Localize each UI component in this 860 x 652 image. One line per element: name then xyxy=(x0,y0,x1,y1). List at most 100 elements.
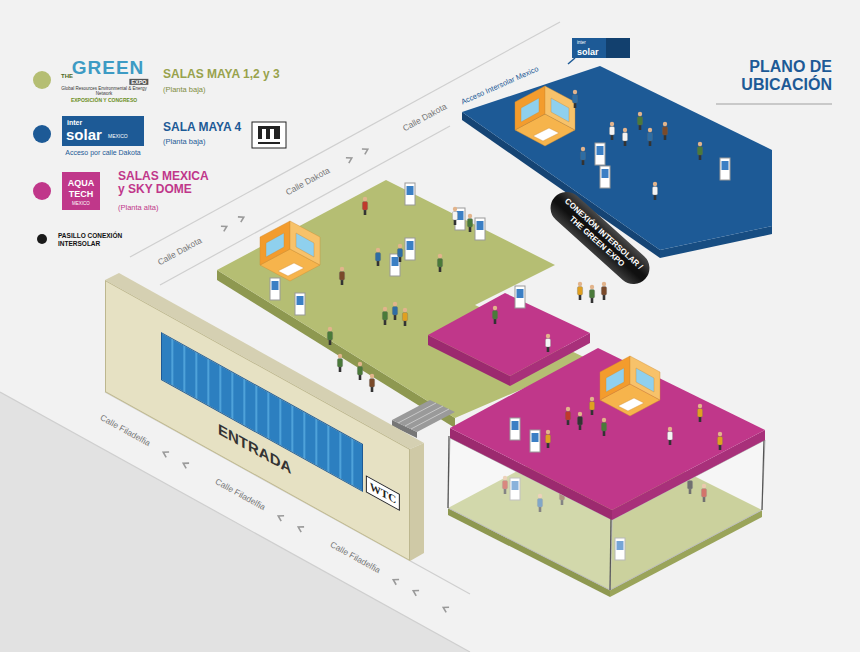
escalator-step xyxy=(411,409,449,429)
street-arrow xyxy=(182,461,189,469)
visitor-body xyxy=(577,287,582,296)
street-arrow xyxy=(221,224,228,232)
visitor-body xyxy=(327,332,332,341)
logo-text: AQUA xyxy=(68,178,95,188)
hall-content xyxy=(260,183,607,392)
street-name: Calle Filadelfia xyxy=(328,540,381,576)
kiosk-screen xyxy=(477,221,484,230)
kiosk-body xyxy=(390,254,400,276)
visitor-body xyxy=(697,147,702,156)
info-kiosk xyxy=(270,278,280,300)
floor-note: (Planta baja) xyxy=(163,138,206,147)
exhibit-booth xyxy=(260,221,320,281)
booth-counter xyxy=(533,128,559,141)
legend-label: PASILLO CONEXIÓN INTERSOLAR xyxy=(58,232,138,248)
visitor-body xyxy=(467,219,472,228)
street-arrow xyxy=(162,450,169,458)
visitor-body xyxy=(337,359,342,368)
street-arrow xyxy=(238,214,245,222)
street-name: Calle Dakota xyxy=(401,102,448,134)
visitor-figure xyxy=(327,327,332,345)
hall-content xyxy=(510,356,723,452)
visitor-figure xyxy=(697,404,702,422)
street-arrow xyxy=(442,605,449,613)
visitor-figure xyxy=(545,430,550,448)
kiosk-body xyxy=(595,143,605,165)
info-kiosk xyxy=(405,183,415,205)
visitor-head xyxy=(698,142,702,146)
visitor-figure xyxy=(601,418,606,436)
info-kiosk xyxy=(475,218,485,240)
booth-wall xyxy=(290,221,320,265)
visitor-head xyxy=(610,122,614,126)
exhibit-booth xyxy=(515,86,575,146)
visitor-head xyxy=(493,306,497,310)
visitor-figure xyxy=(637,112,642,130)
visitor-figure xyxy=(492,306,497,324)
kiosk-screen xyxy=(272,281,279,290)
visitor-head xyxy=(328,327,332,331)
visitor-figure xyxy=(392,302,397,320)
logo-text: MEXICO xyxy=(108,134,128,140)
visitor-body xyxy=(357,367,362,376)
visitor-body xyxy=(397,249,402,258)
hall-content xyxy=(515,86,730,200)
booth-counter xyxy=(278,263,304,276)
kiosk-screen xyxy=(392,257,399,266)
visitor-figure xyxy=(647,128,652,146)
booth-wall xyxy=(600,356,630,400)
floor-note: (Planta alta) xyxy=(118,204,158,213)
wtc-logo: WTC xyxy=(366,475,400,511)
visitor-body xyxy=(601,423,606,432)
legend-swatch xyxy=(33,125,51,143)
intersolar-logo xyxy=(62,116,144,146)
legend-swatch xyxy=(33,71,51,89)
visitor-head xyxy=(393,302,397,306)
escalator-step xyxy=(405,406,443,426)
street-arrow xyxy=(277,513,284,521)
visitor-head xyxy=(370,374,374,378)
salas-maya-floor xyxy=(217,180,590,418)
legend-label: SALA MAYA 4 xyxy=(163,121,253,134)
visitor-figure xyxy=(589,397,594,415)
kiosk-body xyxy=(475,218,485,240)
logo-text: TECH xyxy=(69,189,94,199)
legend-label: SALAS MAYA 1,2 y 3 xyxy=(163,68,303,81)
booth-counter xyxy=(618,398,644,411)
booth-wall xyxy=(630,356,660,400)
intersolar-sign-band xyxy=(606,38,630,58)
street-arrow xyxy=(392,577,399,585)
booth-wall xyxy=(260,221,290,265)
glass-frame xyxy=(762,438,764,510)
sign-text: solar xyxy=(577,47,599,57)
escalator xyxy=(392,400,455,432)
visitor-head xyxy=(638,112,642,116)
kiosk-screen xyxy=(512,421,519,430)
visitor-figure xyxy=(362,197,367,215)
visitor-head xyxy=(581,147,585,151)
access-note: Acceso por calle Dakota xyxy=(65,149,140,157)
street-edge xyxy=(105,392,470,594)
glass-frame xyxy=(610,518,611,590)
sign-text: inter xyxy=(577,40,586,45)
visitor-body xyxy=(577,417,582,426)
booth-screen xyxy=(521,98,539,122)
visitor-head xyxy=(468,214,472,218)
street-arrow xyxy=(412,588,419,596)
salas-mexica-floor xyxy=(428,293,590,376)
kiosk-body xyxy=(295,293,305,315)
visitor-body xyxy=(667,432,672,441)
visitor-head xyxy=(363,197,367,201)
visitor-figure xyxy=(339,267,344,285)
visitor-head xyxy=(383,307,387,311)
visitor-figure xyxy=(565,407,570,425)
visitor-head xyxy=(546,430,550,434)
title-rule xyxy=(716,103,832,105)
intersolar-sign-post xyxy=(568,58,575,64)
visitor-body xyxy=(452,212,457,221)
visitor-head xyxy=(566,407,570,411)
